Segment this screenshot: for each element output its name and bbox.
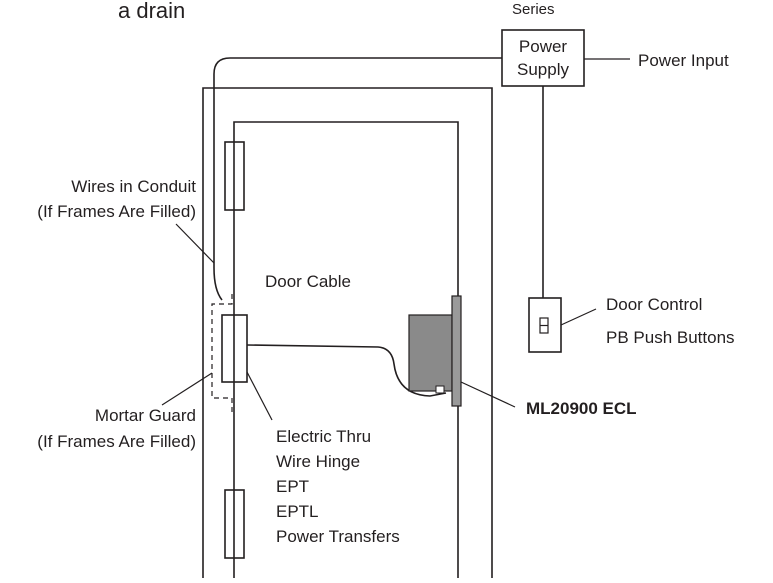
lower-hinge — [224, 489, 245, 559]
mortar-guard-label-line2: (If Frames Are Filled) — [37, 432, 196, 451]
power-input-label: Power Input — [638, 51, 729, 70]
wires-in-conduit — [213, 57, 502, 301]
ecl-model-label: ML20900 ECL — [526, 399, 637, 418]
door-control-leader — [560, 308, 597, 326]
wires-in-conduit-label-line2: (If Frames Are Filled) — [37, 202, 196, 221]
top-right-caption-fragment: Series — [512, 1, 555, 18]
mortar-guard-leader — [161, 372, 213, 406]
wires-in-conduit-label-line1: Wires in Conduit — [71, 177, 196, 196]
door-cable-label: Door Cable — [265, 272, 351, 291]
mortar-guard — [211, 294, 233, 412]
lock-body — [408, 314, 453, 392]
hinge-leader — [246, 371, 273, 421]
door-frame-outer — [202, 87, 493, 578]
hinge-label-line4: EPTL — [276, 502, 319, 521]
power-supply-label-line2: Supply — [517, 60, 569, 79]
power-supply-label-line1: Power — [519, 37, 568, 56]
door-cable — [246, 344, 447, 397]
mortar-guard-label-line1: Mortar Guard — [95, 406, 196, 425]
door-control-label-line1: Door Control — [606, 295, 702, 314]
upper-hinge — [224, 141, 245, 211]
door-control-label-line2: PB Push Buttons — [606, 328, 735, 347]
electric-thru-wire-hinge — [221, 314, 248, 383]
hinge-label-line3: EPT — [276, 477, 309, 496]
wires-in-conduit-leader — [175, 223, 215, 264]
hinge-label-line2: Wire Hinge — [276, 452, 360, 471]
hinge-label-line5: Power Transfers — [276, 527, 400, 546]
ecl-leader — [460, 381, 516, 408]
lock-faceplate — [451, 295, 462, 407]
top-left-caption-fragment: a drain — [118, 0, 185, 23]
lock-connector — [435, 385, 445, 394]
hinge-label-line1: Electric Thru — [276, 427, 371, 446]
